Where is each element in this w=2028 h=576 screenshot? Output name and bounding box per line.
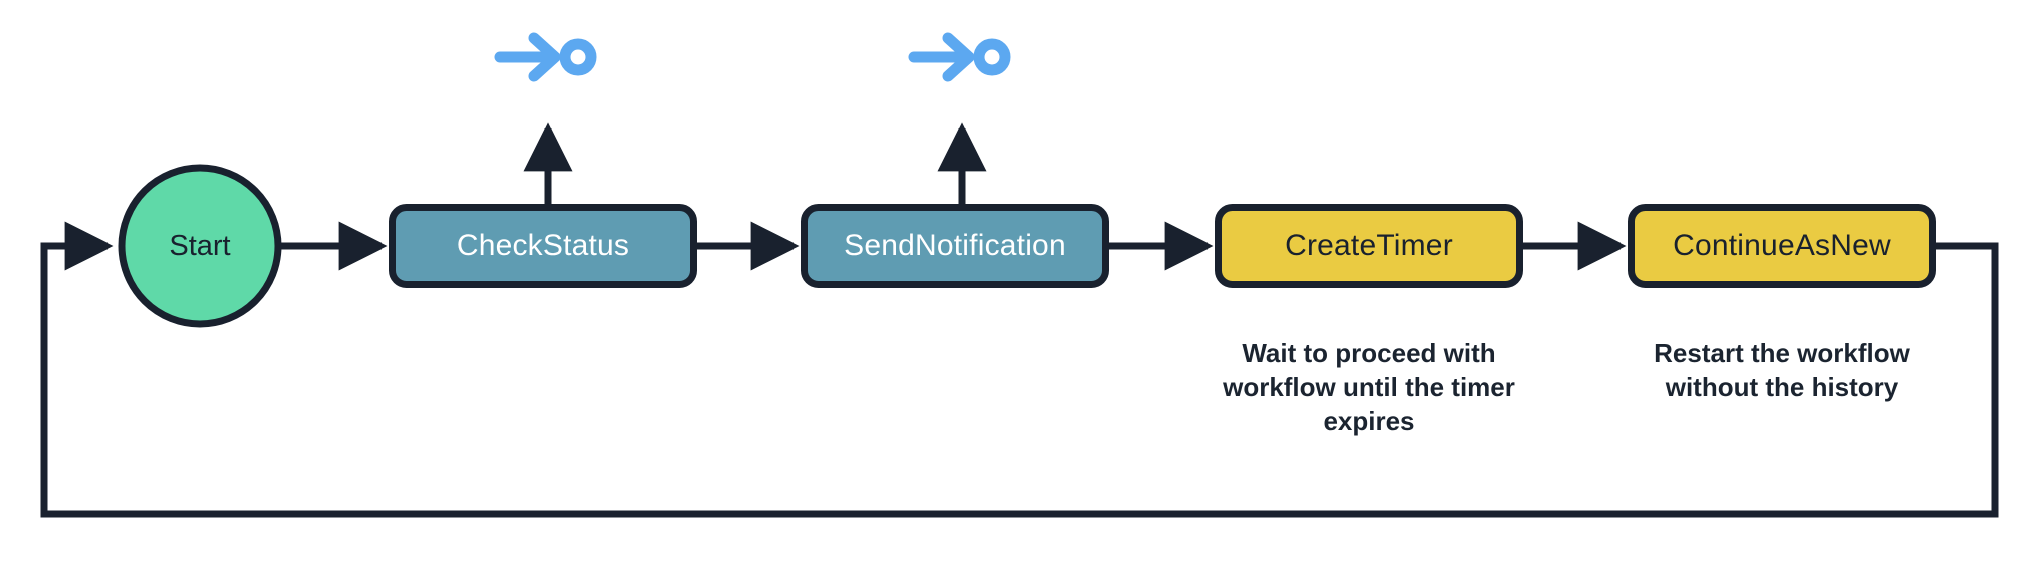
node-send-notification-shape[interactable] <box>801 204 1109 288</box>
signal-arrow-icon <box>494 32 597 82</box>
edge-continue-as-new-loop-back <box>40 221 1999 518</box>
node-continue-as-new-shape[interactable] <box>1628 204 1936 288</box>
node-check-status-shape[interactable] <box>389 204 697 288</box>
signal-arrow-icon <box>908 32 1011 82</box>
node-create-timer-shape[interactable] <box>1215 204 1523 288</box>
node-start-shape[interactable] <box>118 164 282 328</box>
